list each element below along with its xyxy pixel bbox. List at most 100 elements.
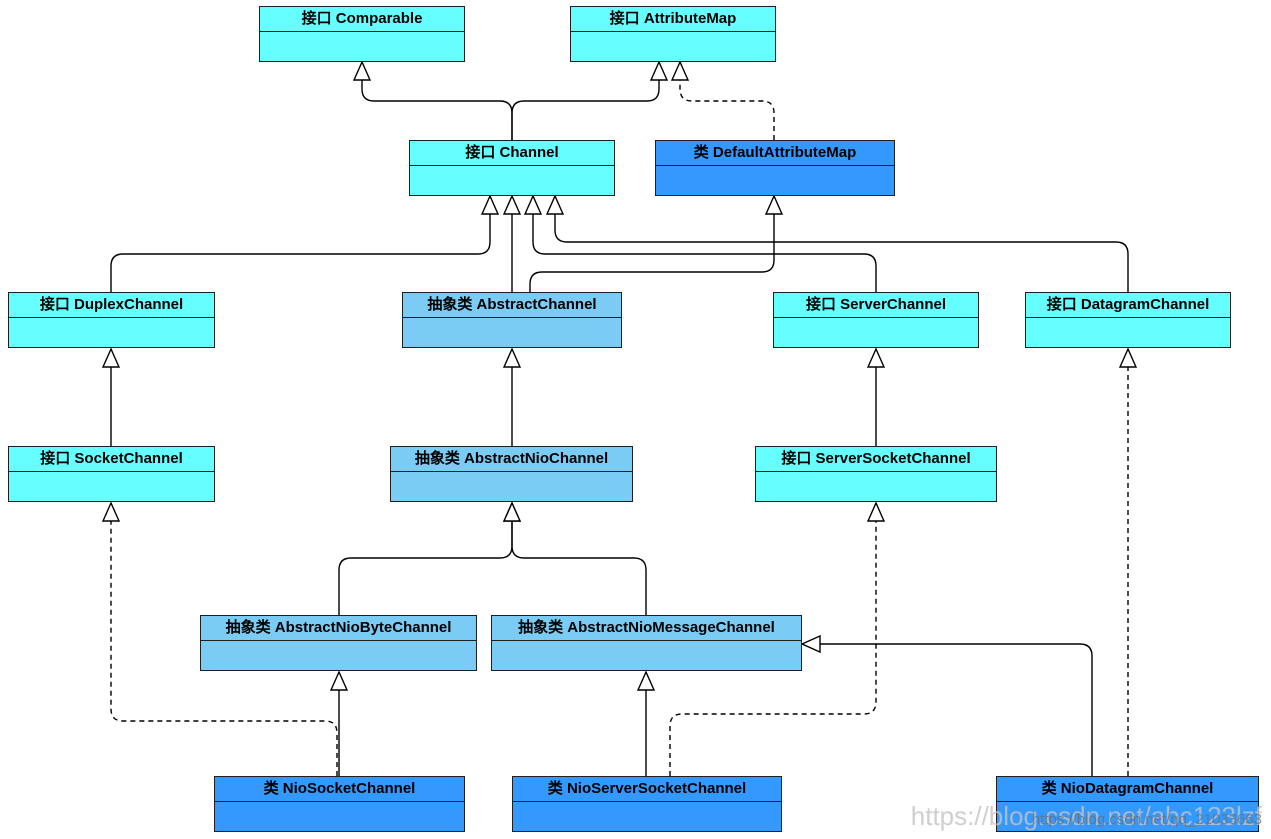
solid-edge-line [338,521,513,615]
watermark-url: https://blog.csdn.net/abc123lzf [910,801,1262,831]
class-box-title: 抽象类 AbstractNioChannel [391,447,632,472]
inheritance-edge [502,347,522,446]
class-box-body [201,641,476,670]
class-box-title: 接口 Channel [410,141,614,166]
hollow-triangle-arrowhead [545,194,565,215]
class-box-default-attribute-map: 类 DefaultAttributeMap [655,140,895,196]
hollow-triangle-arrowhead [352,60,372,81]
implementation-edge [670,60,775,140]
hollow-triangle-arrowhead [480,194,500,215]
class-box-title: 接口 DuplexChannel [9,293,214,318]
class-box-channel: 接口 Channel [409,140,615,196]
watermark-url-secondary: https://blog.csdn.net/qq_21033663 [1031,811,1262,828]
hollow-triangle-arrowhead [523,194,543,215]
class-box-title: 接口 ServerSocketChannel [756,447,996,472]
inheritance-edge [101,347,121,446]
class-box-body [756,472,996,501]
class-box-datagram-channel: 接口 DatagramChannel [1025,292,1231,348]
inheritance-edge [529,194,784,292]
hollow-triangle-arrowhead [800,634,821,654]
class-box-nio-datagram-channel: 类 NioDatagramChannel [996,776,1259,832]
class-box-abstract-nio-channel: 抽象类 AbstractNioChannel [390,446,633,502]
hollow-triangle-arrowhead [866,347,886,368]
inheritance-edge [338,501,522,615]
implementation-edge [669,501,886,776]
class-box-body [9,318,214,347]
solid-edge-line [110,214,491,292]
inheritance-edge [866,347,886,446]
class-box-title: 类 DefaultAttributeMap [656,141,894,166]
solid-edge-line [554,214,1129,292]
solid-edge-line [820,643,1093,776]
hollow-triangle-arrowhead [866,501,886,522]
dashed-edge-line [679,80,775,140]
class-box-body [391,472,632,501]
hollow-triangle-arrowhead [502,501,522,522]
hollow-triangle-arrowhead [329,670,349,691]
inheritance-edge [800,634,1093,776]
class-box-title: 类 NioDatagramChannel [997,777,1258,802]
inheritance-edge [502,501,647,615]
class-box-title: 接口 ServerChannel [774,293,978,318]
inheritance-edge [511,60,669,140]
class-box-title: 接口 SocketChannel [9,447,214,472]
implementation-edge [1118,347,1138,776]
class-box-body [9,472,214,501]
class-box-body [410,166,614,195]
hollow-triangle-arrowhead [502,347,522,368]
class-box-server-socket-channel: 接口 ServerSocketChannel [755,446,997,502]
class-box-socket-channel: 接口 SocketChannel [8,446,215,502]
solid-edge-line [511,80,660,140]
class-box-title: 接口 DatagramChannel [1026,293,1230,318]
class-box-comparable: 接口 Comparable [259,6,465,62]
implementation-edge [101,501,338,776]
inheritance-edge [636,670,656,776]
inheritance-edge [502,194,522,292]
hollow-triangle-arrowhead [670,60,690,81]
class-box-body [513,802,781,831]
class-box-duplex-channel: 接口 DuplexChannel [8,292,215,348]
class-box-abstract-nio-message-channel: 抽象类 AbstractNioMessageChannel [491,615,802,671]
inheritance-edge [352,60,513,140]
class-box-body [571,32,775,61]
hollow-triangle-arrowhead [636,670,656,691]
class-box-nio-server-socket-channel: 类 NioServerSocketChannel [512,776,782,832]
class-box-body [656,166,894,195]
dashed-edge-line [110,521,338,776]
inheritance-edge [329,670,349,776]
class-box-title: 接口 AttributeMap [571,7,775,32]
solid-edge-line [532,214,877,292]
class-box-body [403,318,621,347]
class-box-abstract-nio-byte-channel: 抽象类 AbstractNioByteChannel [200,615,477,671]
solid-edge-line [361,80,513,140]
dashed-edge-line [669,521,877,776]
class-box-attribute-map: 接口 AttributeMap [570,6,776,62]
inheritance-edge [523,194,877,292]
class-box-nio-socket-channel: 类 NioSocketChannel [214,776,465,832]
class-box-body [1026,318,1230,347]
hollow-triangle-arrowhead [1118,347,1138,368]
hollow-triangle-arrowhead [649,60,669,81]
class-box-title: 类 NioServerSocketChannel [513,777,781,802]
hollow-triangle-arrowhead [101,347,121,368]
class-box-server-channel: 接口 ServerChannel [773,292,979,348]
class-box-body [260,32,464,61]
hollow-triangle-arrowhead [764,194,784,215]
class-box-body [774,318,978,347]
class-box-title: 接口 Comparable [260,7,464,32]
hollow-triangle-arrowhead [502,194,522,215]
inheritance-edge [545,194,1129,292]
solid-edge-line [511,521,647,615]
class-box-title: 抽象类 AbstractNioMessageChannel [492,616,801,641]
class-box-body [492,641,801,670]
class-box-title: 抽象类 AbstractNioByteChannel [201,616,476,641]
class-box-abstract-channel: 抽象类 AbstractChannel [402,292,622,348]
class-box-title: 抽象类 AbstractChannel [403,293,621,318]
class-box-body [215,802,464,831]
hollow-triangle-arrowhead [101,501,121,522]
class-box-title: 类 NioSocketChannel [215,777,464,802]
solid-edge-line [529,214,775,292]
inheritance-edge [110,194,500,292]
